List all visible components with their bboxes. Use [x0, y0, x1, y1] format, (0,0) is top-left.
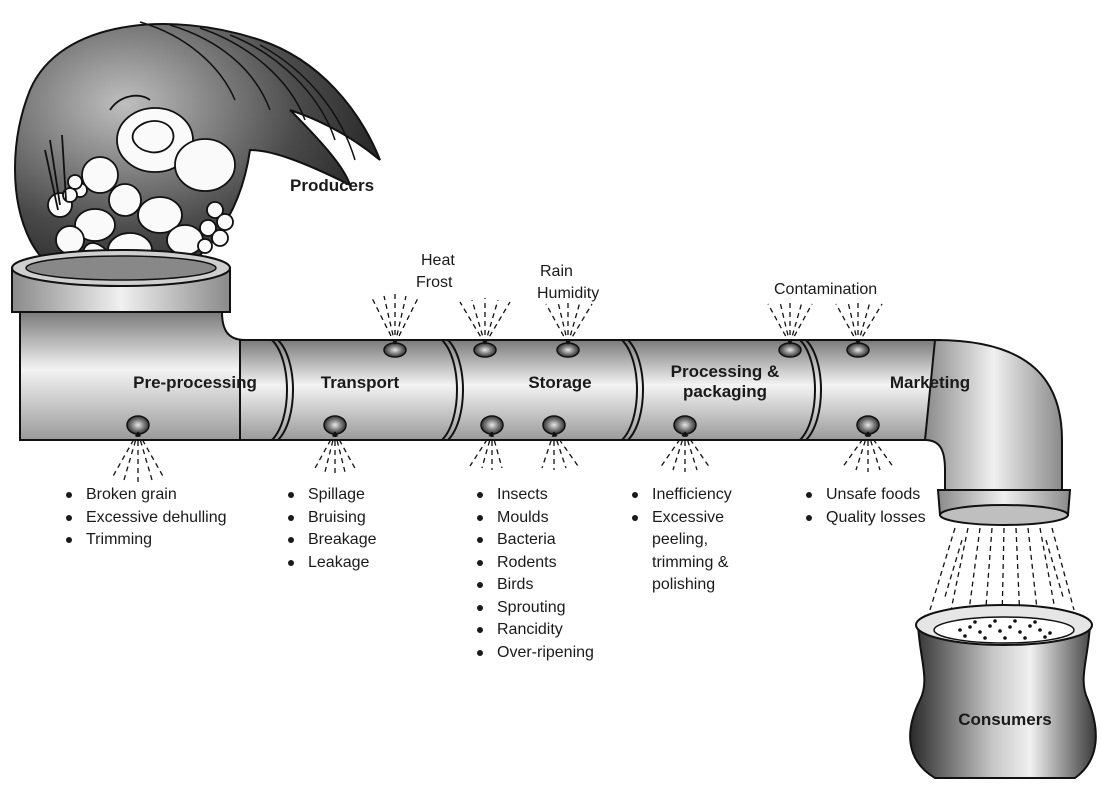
- pipe: [11, 249, 1072, 526]
- hole-icon: [556, 342, 580, 358]
- factor-heat: Heat: [421, 252, 455, 269]
- consumers-label: Consumers: [958, 710, 1052, 729]
- loss-list-marketing: Unsafe foods Quality losses: [804, 484, 926, 529]
- spray-down: [541, 431, 579, 470]
- list-item: Trimming: [64, 529, 227, 552]
- list-item: Spillage: [286, 484, 377, 507]
- list-item: Bacteria: [475, 529, 594, 552]
- list-item-continuation: trimming &: [652, 553, 729, 571]
- list-item: Excessive: [630, 507, 732, 530]
- hole-icon: [126, 415, 150, 435]
- list-item-continuation: peeling,: [652, 531, 709, 548]
- list-item: Inefficiency: [630, 484, 732, 507]
- factor-frost: Frost: [416, 274, 453, 291]
- list-item: Sprouting: [475, 597, 594, 620]
- list-item: Excessive dehulling: [64, 507, 227, 530]
- hole-icon: [323, 415, 347, 435]
- loss-list-pre-processing: Broken grain Excessive dehulling Trimmin…: [64, 484, 227, 552]
- hole-icon: [778, 342, 802, 358]
- list-item: Bruising: [286, 507, 377, 530]
- list-item: Rancidity: [475, 619, 594, 642]
- hole-icon: [673, 415, 697, 435]
- stage-label-storage: Storage: [528, 373, 592, 392]
- producers-label: Producers: [290, 176, 375, 195]
- spray-down: [841, 431, 895, 472]
- list-item: Birds: [475, 574, 594, 597]
- grain-icon: [958, 619, 1052, 640]
- consumer-pot: [909, 604, 1097, 779]
- spray-down: [313, 431, 357, 474]
- spray-up: [545, 300, 593, 345]
- factor-contamination: Contamination: [774, 281, 878, 298]
- list-item: Rodents: [475, 552, 594, 575]
- list-item: Over-ripening: [475, 642, 594, 665]
- pipe-holes: [126, 342, 880, 435]
- stage-label-line: packaging: [682, 382, 768, 401]
- list-item: Breakage: [286, 529, 377, 552]
- spray-up: [835, 300, 883, 345]
- loss-list-processing-packaging: Inefficiency Excessive peeling, trimming…: [630, 484, 732, 597]
- stage-label-line: Processing &: [670, 362, 780, 381]
- hole-icon: [383, 342, 407, 358]
- list-item: Insects: [475, 484, 594, 507]
- list-item: Leakage: [286, 552, 377, 575]
- hole-icon: [480, 415, 504, 435]
- stage-label-pre-processing: Pre-processing: [133, 373, 257, 392]
- spray-down: [469, 431, 503, 470]
- spray-up: [371, 294, 419, 345]
- loss-list-storage: Insects Moulds Bacteria Rodents Birds Sp…: [475, 484, 594, 664]
- hole-icon: [542, 415, 566, 435]
- list-item: Quality losses: [804, 507, 926, 530]
- spray-up: [767, 300, 813, 345]
- stage-label-marketing: Marketing: [889, 373, 971, 392]
- loss-list-transport: Spillage Bruising Breakage Leakage: [286, 484, 377, 574]
- cornucopia-horn: [14, 21, 381, 291]
- hole-icon: [856, 415, 880, 435]
- factor-humidity: Humidity: [537, 285, 600, 302]
- spray-up: [459, 298, 511, 345]
- hole-icon: [473, 342, 497, 358]
- stage-label-processing-packaging: Processing & packaging: [650, 362, 800, 402]
- list-item-continuation: polishing: [652, 576, 716, 593]
- stage-label-transport: Transport: [320, 373, 400, 392]
- factor-rain: Rain: [540, 263, 573, 280]
- list-item: Moulds: [475, 507, 594, 530]
- spray-down: [659, 431, 711, 472]
- list-item: Unsafe foods: [804, 484, 926, 507]
- hole-icon: [846, 342, 870, 358]
- list-item: Broken grain: [64, 484, 227, 507]
